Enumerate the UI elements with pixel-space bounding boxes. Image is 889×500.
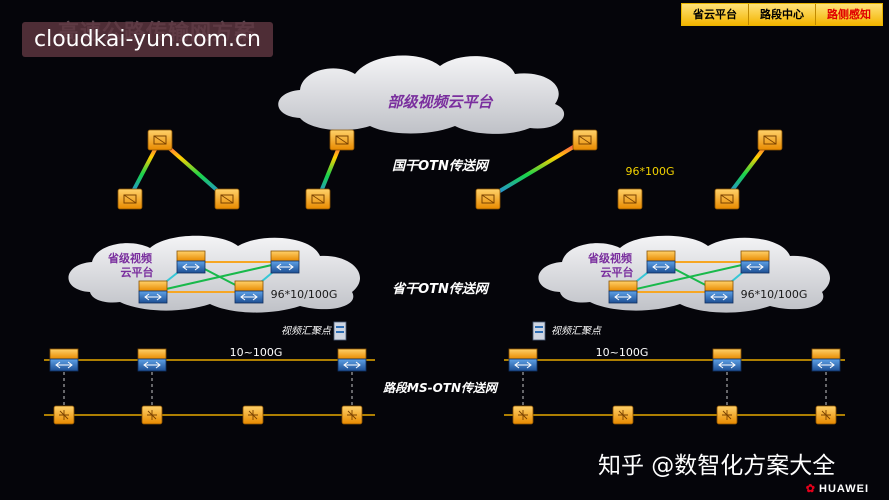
otn-node — [147, 129, 173, 151]
road-access-lines — [44, 359, 845, 416]
cloud-left-label-1: 省级视频 — [107, 251, 152, 265]
otn-node — [329, 129, 355, 151]
brand-logo: ✿HUAWEI — [806, 482, 869, 495]
cloud-right-label-1: 省级视频 — [587, 251, 632, 265]
right-aggregation-server-icon — [532, 321, 546, 341]
edge-node — [242, 405, 264, 425]
tab-roadside-sensing[interactable]: 路侧感知 — [815, 4, 882, 25]
province-node — [608, 280, 638, 304]
tab-province-cloud[interactable]: 省云平台 — [693, 8, 737, 21]
edge-node — [53, 405, 75, 425]
ms-otn-node — [811, 348, 841, 372]
cloud-ministry-label: 部级视频云平台 — [387, 93, 493, 111]
province-node — [138, 280, 168, 304]
cloud-ministry — [278, 55, 565, 134]
national-capacity: 96*100G — [625, 165, 674, 178]
edge-node — [341, 405, 363, 425]
otn-node — [305, 188, 331, 210]
ms-otn-node — [49, 348, 79, 372]
nav-tabbar: 省云平台 路段中心 路侧感知 — [681, 3, 883, 26]
edge-node — [512, 405, 534, 425]
left-access-capacity: 10~100G — [230, 346, 283, 359]
left-aggregation-server-icon — [333, 321, 347, 341]
left-province-capacity: 96*10/100G — [271, 288, 338, 301]
otn-node — [714, 188, 740, 210]
province-otn-label: 省干OTN传送网 — [392, 281, 490, 297]
edge-node — [612, 405, 634, 425]
otn-node — [214, 188, 240, 210]
ms-otn-node — [508, 348, 538, 372]
left-aggregation-label: 视频汇聚点 — [281, 325, 332, 337]
otn-node — [117, 188, 143, 210]
credit-text: 知乎 @数智化方案大全 — [598, 453, 836, 479]
ms-otn-node — [712, 348, 742, 372]
road-ms-otn-label: 路段MS-OTN传送网 — [383, 381, 499, 395]
province-node — [234, 280, 264, 304]
cloud-left-label-2: 云平台 — [121, 265, 154, 279]
edge-node — [716, 405, 738, 425]
otn-node — [757, 129, 783, 151]
province-node — [704, 280, 734, 304]
otn-node — [572, 129, 598, 151]
province-node — [270, 250, 300, 274]
province-node — [740, 250, 770, 274]
watermark: cloudkai-yun.com.cn — [22, 22, 273, 57]
otn-node — [475, 188, 501, 210]
right-aggregation-label: 视频汇聚点 — [551, 325, 602, 337]
province-node — [646, 250, 676, 274]
otn-node — [617, 188, 643, 210]
ms-otn-node — [337, 348, 367, 372]
brand-name: HUAWEI — [819, 483, 869, 495]
right-province-capacity: 96*10/100G — [741, 288, 808, 301]
edge-node — [141, 405, 163, 425]
ms-otn-node — [137, 348, 167, 372]
cloud-right-label-2: 云平台 — [601, 265, 634, 279]
national-otn-label: 国干OTN传送网 — [392, 158, 490, 174]
huawei-flower-icon: ✿ — [805, 483, 816, 495]
edge-node — [815, 405, 837, 425]
tab-road-center[interactable]: 路段中心 — [748, 4, 815, 25]
province-node — [176, 250, 206, 274]
right-access-capacity: 10~100G — [596, 346, 649, 359]
